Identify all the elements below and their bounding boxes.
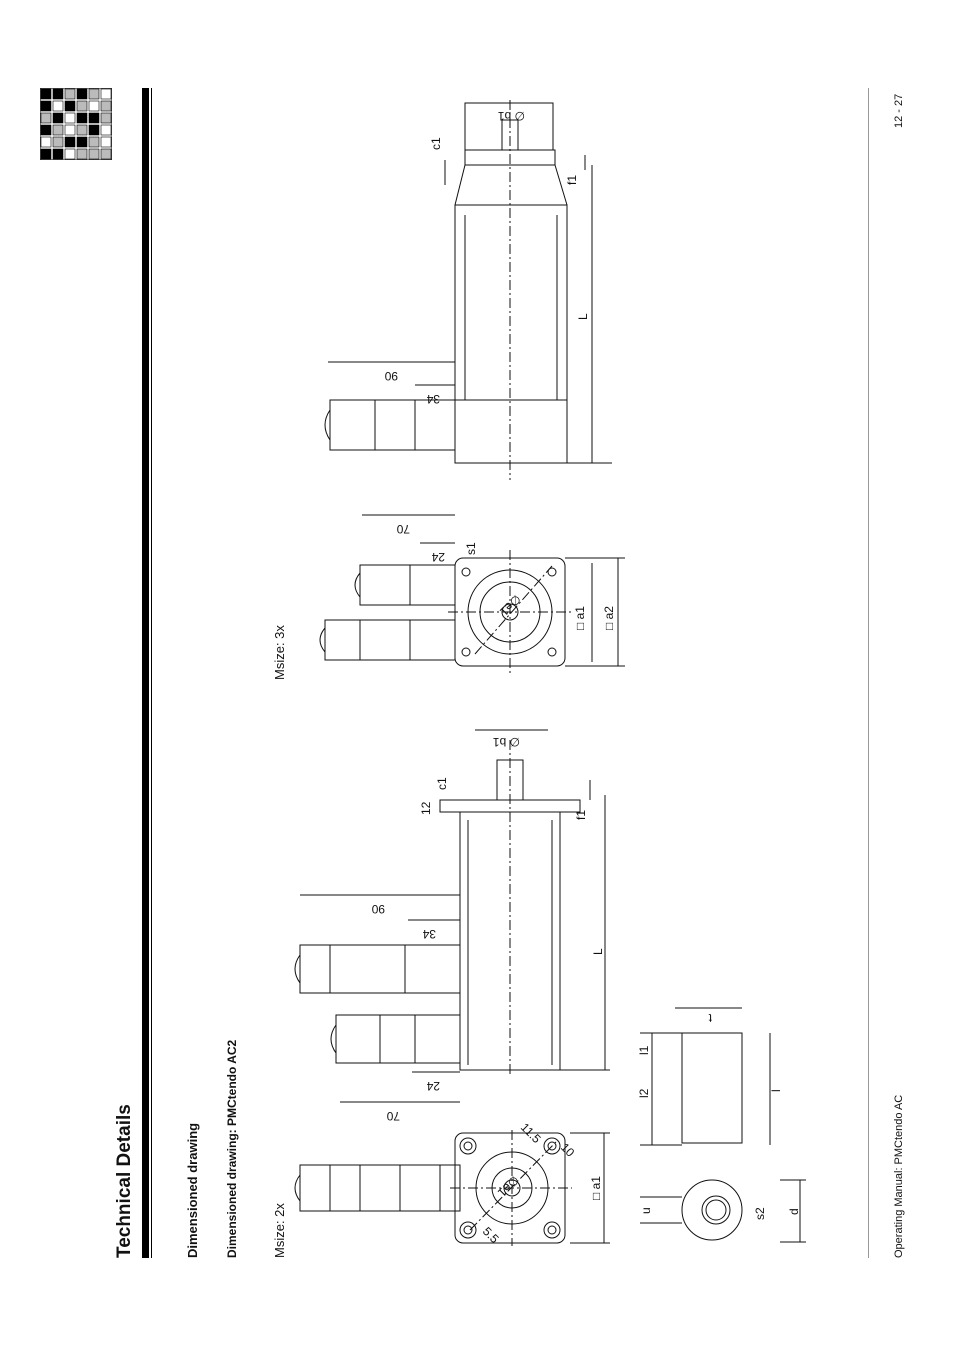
dim-2x-f1: f1: [574, 810, 588, 820]
dim-3x-a1: □ a1: [573, 606, 587, 630]
dim-2x-L: L: [591, 948, 605, 955]
shaft-s2: s2: [753, 1207, 767, 1220]
shaft-t: t: [708, 1011, 712, 1025]
header-rule: [142, 88, 149, 1258]
dim-2x-c1: c1: [435, 777, 449, 790]
dim-2x-10: 10: [558, 1140, 578, 1160]
dim-2x-34: 34: [422, 927, 436, 941]
dim-2x-e1: ∅e1: [495, 1173, 522, 1200]
dim-3x-70: 70: [396, 522, 410, 536]
dim-2x-11-5: 11.5: [518, 1120, 544, 1146]
dim-3x-24: 24: [431, 550, 445, 564]
dim-2x-a1: □ a1: [589, 1176, 603, 1200]
dim-3x-s1: s1: [464, 542, 478, 555]
company-logo: [40, 88, 112, 160]
dim-3x-a2: □ a2: [602, 606, 616, 630]
dim-2x-90: 90: [371, 902, 385, 916]
dim-3x-34: 34: [426, 392, 440, 406]
msize-2x-front-view: [294, 1130, 610, 1246]
msize-2x-side-view: [294, 729, 610, 1103]
dim-2x-24: 24: [426, 1079, 440, 1093]
dim-2x-b1: ∅ b1: [493, 735, 520, 749]
dim-3x-f1: f1: [565, 175, 579, 185]
dim-3x-L: L: [576, 313, 590, 320]
dim-3x-e1: ∅e1: [497, 592, 524, 619]
dim-3x-c1: c1: [429, 137, 443, 150]
msize-3x-side-view: [324, 100, 612, 480]
shaft-l1: l1: [637, 1045, 651, 1055]
footer-rule: [868, 88, 869, 1258]
header-rule-thin: [151, 88, 152, 1258]
dim-3x-90: 90: [384, 369, 398, 383]
shaft-detail: [640, 1007, 806, 1243]
msize-3x-front-view: [319, 514, 625, 675]
dim-3x-b1: ∅ b1: [498, 109, 525, 123]
shaft-u: u: [639, 1207, 653, 1214]
shaft-l2: l2: [637, 1088, 651, 1098]
dim-2x-70: 70: [386, 1109, 400, 1123]
shaft-l: l: [769, 1089, 783, 1092]
shaft-d: d: [787, 1208, 801, 1215]
dim-2x-12: 12: [419, 801, 433, 815]
